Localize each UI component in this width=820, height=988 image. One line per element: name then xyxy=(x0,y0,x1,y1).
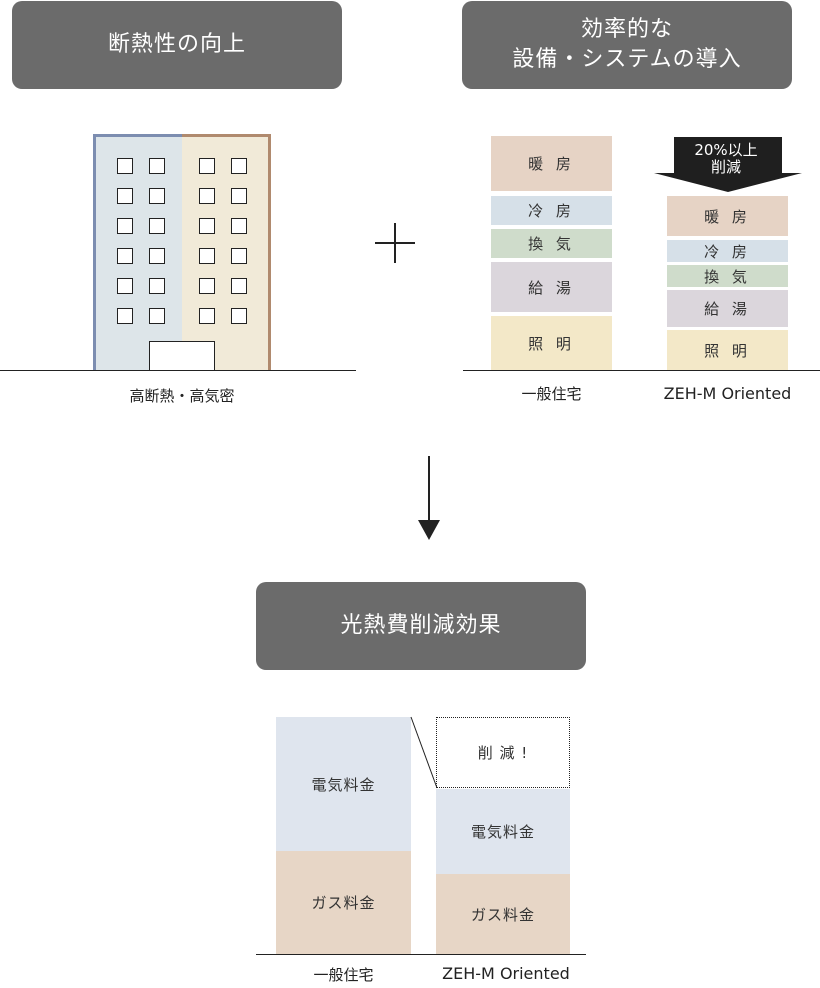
cost-chart-baseline xyxy=(256,954,586,955)
building-window xyxy=(149,278,165,294)
energy-zeh-hot-water: 給 湯 xyxy=(667,290,788,327)
building-window xyxy=(117,158,133,174)
building-window xyxy=(199,218,215,234)
cost-label-general: 一般住宅 xyxy=(313,966,374,984)
building-window xyxy=(149,308,165,324)
reduction-badge-text: 20%以上 削減 xyxy=(694,141,758,176)
header-effect: 光熱費削減効果 xyxy=(256,582,586,670)
building-window xyxy=(199,248,215,264)
building-window xyxy=(231,218,247,234)
building-window xyxy=(199,278,215,294)
building-window xyxy=(231,248,247,264)
building-door xyxy=(149,341,215,371)
header-insulation: 断熱性の向上 xyxy=(12,1,342,89)
energy-zeh-heating: 暖 房 xyxy=(667,196,788,236)
building-window xyxy=(231,188,247,204)
energy-label-zeh: ZEH-M Oriented xyxy=(663,384,792,403)
energy-general-ventilation: 換 気 xyxy=(491,229,612,258)
energy-general-cooling: 冷 房 xyxy=(491,196,612,225)
building-window xyxy=(199,188,215,204)
building-window xyxy=(149,248,165,264)
cost-general-electricity: 電気料金 xyxy=(276,717,411,851)
building-window xyxy=(199,158,215,174)
building-window xyxy=(149,158,165,174)
down-arrow-icon xyxy=(418,456,440,540)
cost-zeh-electricity: 電気料金 xyxy=(436,789,570,874)
building-window xyxy=(149,188,165,204)
building-right-half xyxy=(182,134,271,371)
energy-general-heating: 暖 房 xyxy=(491,136,612,191)
cost-general-gas: ガス料金 xyxy=(276,851,411,954)
reduction-arrow-icon xyxy=(654,137,802,192)
energy-general-lighting: 照 明 xyxy=(491,316,612,370)
building-window xyxy=(231,308,247,324)
plus-icon xyxy=(375,223,415,263)
energy-label-general: 一般住宅 xyxy=(521,385,582,403)
building-left-half xyxy=(93,134,182,371)
building-window xyxy=(117,308,133,324)
building-window xyxy=(231,158,247,174)
building-caption: 高断熱・高気密 xyxy=(129,387,235,405)
energy-general-hot-water: 給 湯 xyxy=(491,262,612,312)
building-window xyxy=(231,278,247,294)
cost-zeh-gas: ガス料金 xyxy=(436,874,570,954)
building-window xyxy=(199,308,215,324)
building-window xyxy=(117,188,133,204)
energy-zeh-cooling: 冷 房 xyxy=(667,240,788,262)
header-equipment: 効率的な 設備・システムの導入 xyxy=(462,1,792,89)
building-ground-line xyxy=(0,370,356,371)
energy-zeh-lighting: 照 明 xyxy=(667,330,788,370)
energy-chart-baseline xyxy=(463,370,820,371)
cost-label-zeh: ZEH-M Oriented xyxy=(442,964,570,983)
building-window xyxy=(117,278,133,294)
energy-zeh-ventilation: 換 気 xyxy=(667,265,788,287)
cost-zeh-reduction: 削 減 ! xyxy=(436,717,570,788)
building-window xyxy=(117,218,133,234)
building xyxy=(93,134,271,371)
building-window xyxy=(117,248,133,264)
reduction-connector-line xyxy=(410,716,438,789)
building-window xyxy=(149,218,165,234)
